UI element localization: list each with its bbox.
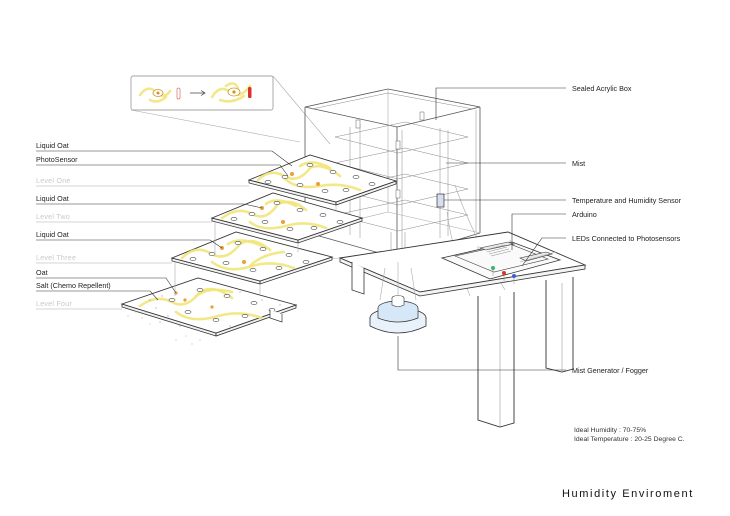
- led-blue-icon: [512, 274, 516, 278]
- inset-mold-growth: [130, 75, 331, 145]
- note-ideal-temperature: Ideal Temperature : 20-25 Degree C.: [574, 436, 685, 443]
- right-labels: Sealed Acrylic Box Mist Temperature and …: [397, 84, 682, 375]
- indicator-light-icon: [248, 87, 252, 98]
- label-salt: Salt (Chemo Repellent): [36, 281, 111, 290]
- label-sealed-acrylic-box: Sealed Acrylic Box: [572, 84, 632, 93]
- label-photosensor: PhotoSensor: [36, 155, 78, 164]
- label-level-one: Level One: [36, 178, 71, 185]
- label-mist-generator: Mist Generator / Fogger: [572, 366, 649, 375]
- level-one-plate: [247, 154, 398, 206]
- label-liquid-oat-2: Liquid Oat: [36, 194, 69, 203]
- label-liquid-oat-3: Liquid Oat: [36, 230, 69, 239]
- label-oat: Oat: [36, 268, 48, 277]
- led-red-icon: [502, 271, 506, 275]
- mist-generator: [369, 262, 427, 334]
- label-level-four: Level Four: [36, 301, 72, 308]
- note-ideal-humidity: Ideal Humidity : 70-75%: [574, 427, 646, 434]
- level-four-plate: [120, 277, 298, 345]
- level-two-plate: [210, 192, 364, 244]
- left-labels: Liquid Oat PhotoSensor Level One Liquid …: [36, 141, 293, 310]
- label-liquid-oat-1: Liquid Oat: [36, 141, 69, 150]
- label-temperature-humidity-sensor: Temperature and Humidity Sensor: [572, 196, 682, 205]
- label-level-two: Level Two: [36, 214, 70, 221]
- label-mist: Mist: [572, 159, 585, 168]
- label-arduino: Arduino: [572, 210, 597, 219]
- level-three-plate: [170, 231, 334, 285]
- label-level-three: Level Three: [36, 255, 76, 262]
- label-leds: LEDs Connected to Photosensors: [572, 234, 681, 243]
- temperature-humidity-sensor-icon: [436, 193, 445, 208]
- diagram-title: Humidity Enviroment: [562, 488, 694, 500]
- led-green-icon: [491, 266, 495, 270]
